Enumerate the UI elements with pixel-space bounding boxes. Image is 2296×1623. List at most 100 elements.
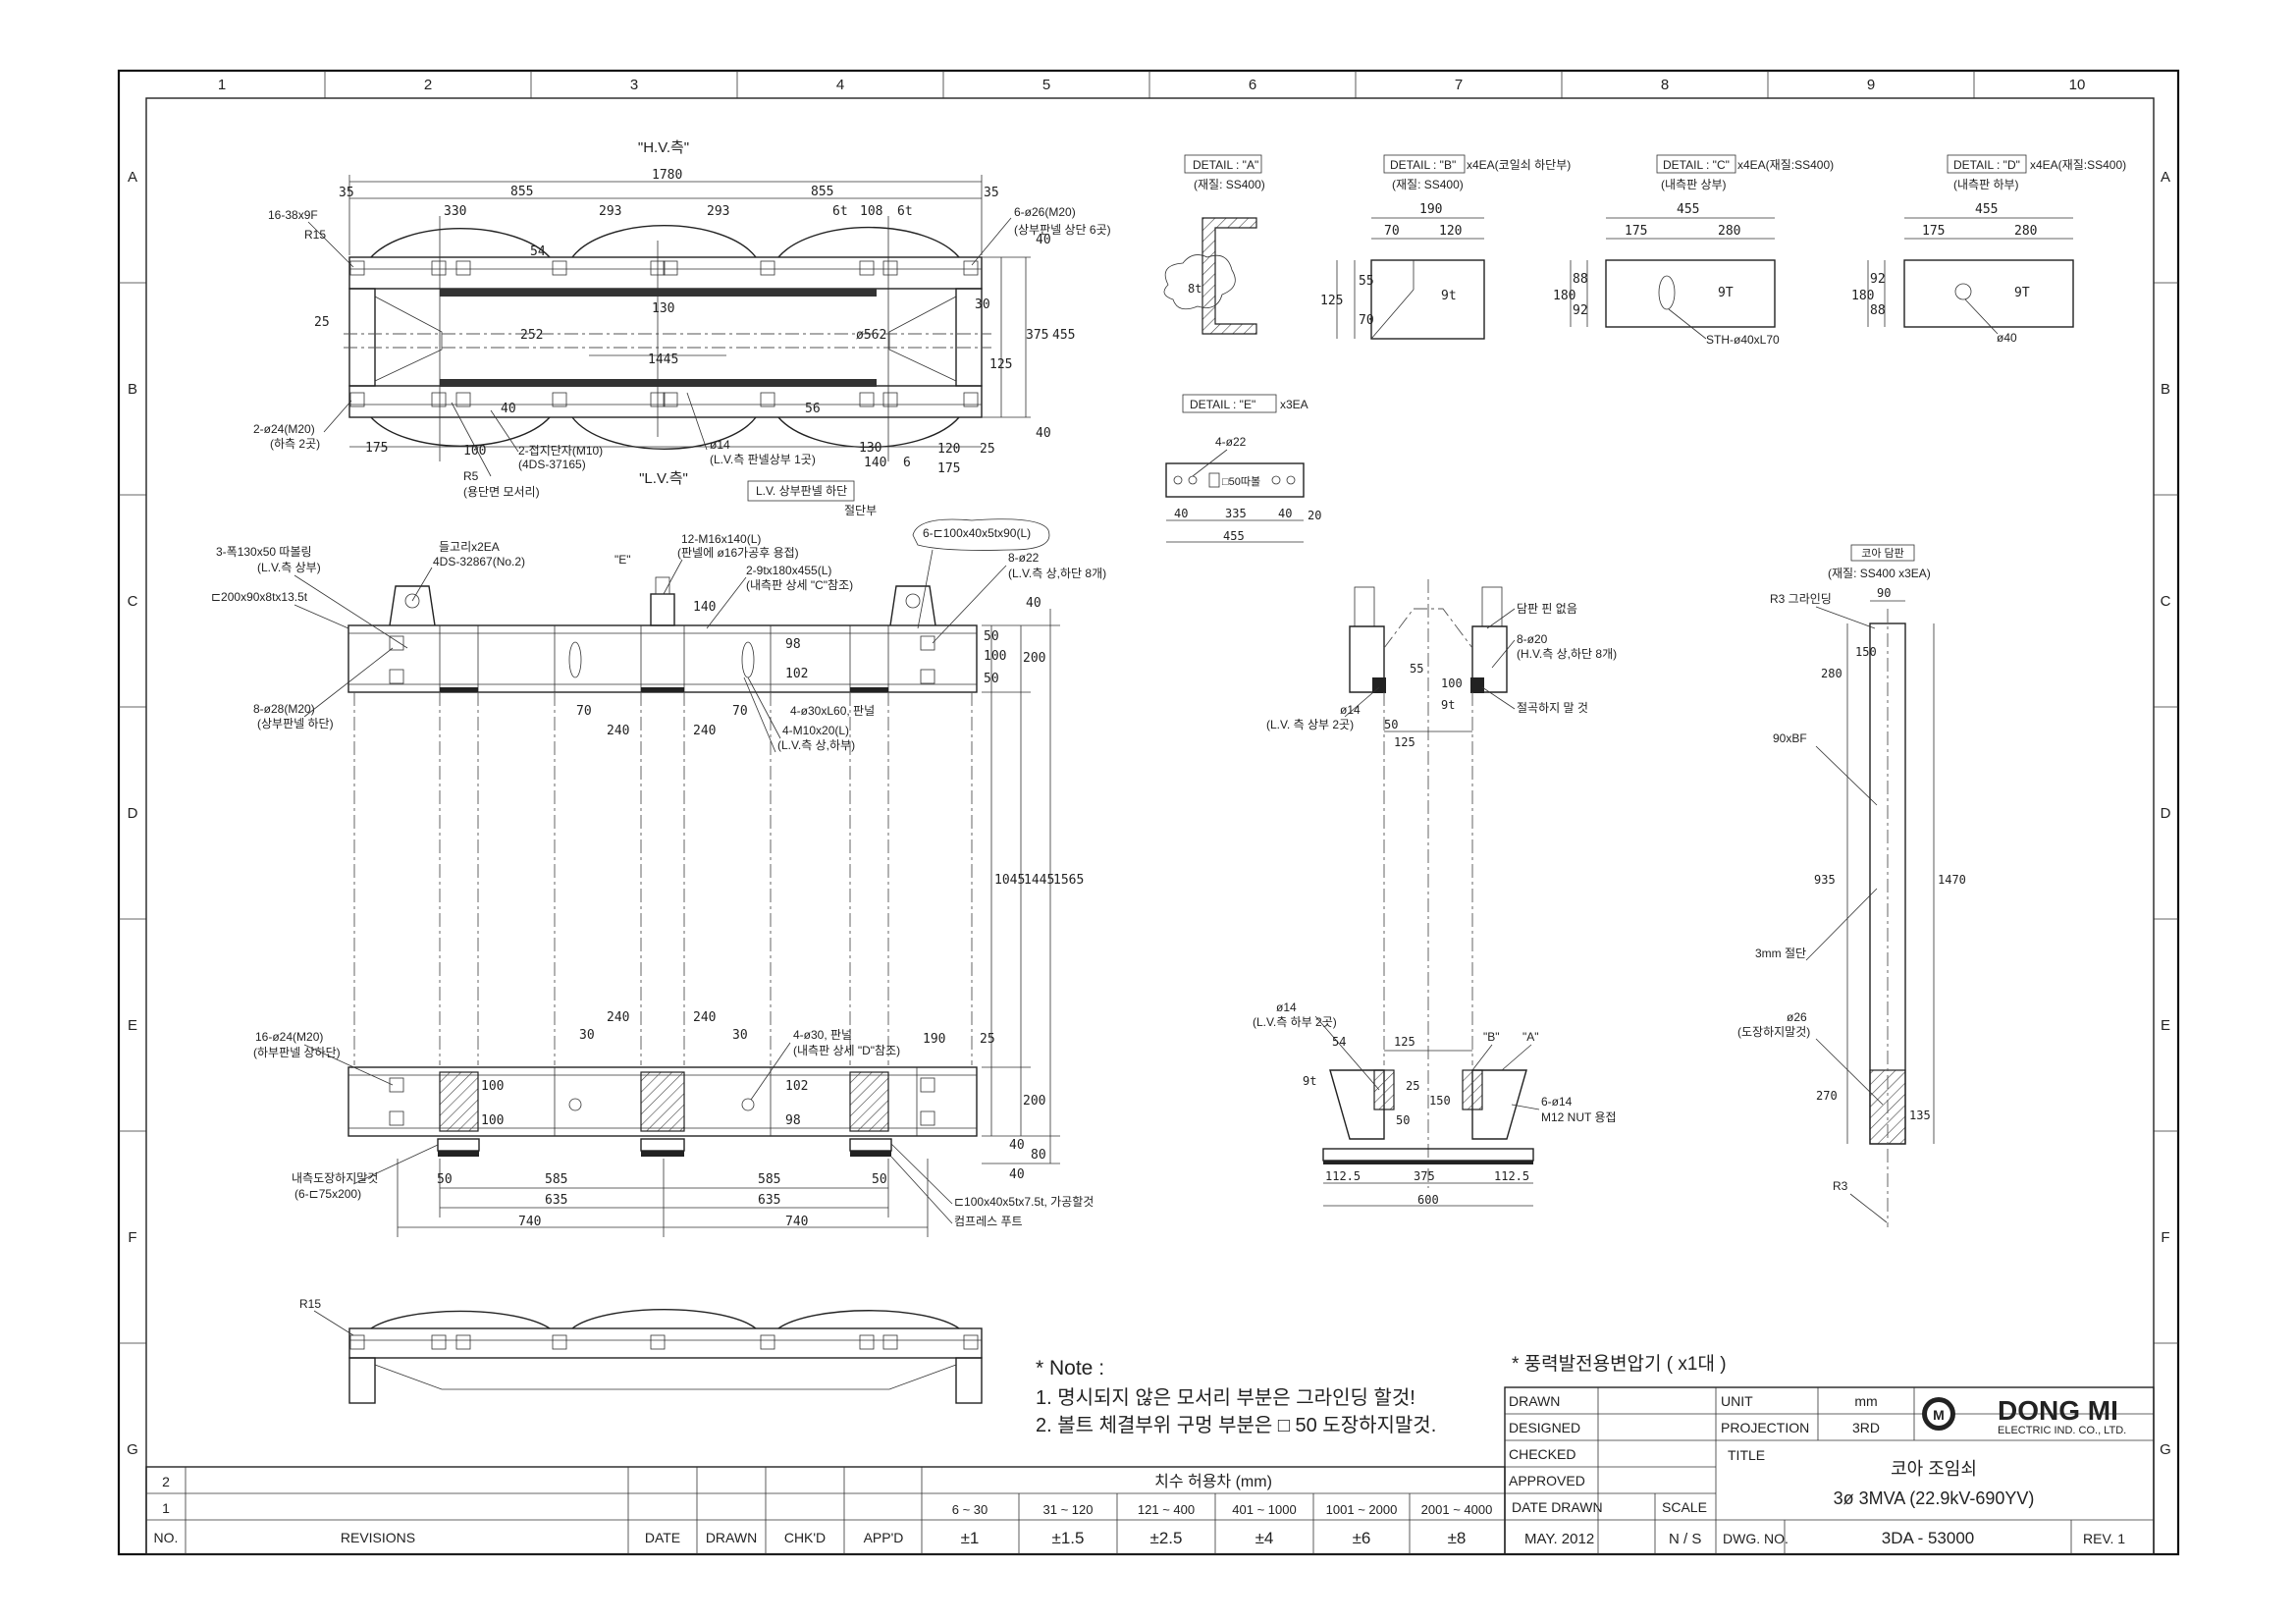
column-label: 5 [1042, 77, 1050, 93]
callout-text: 6-⊏100x40x5tx90(L) [923, 526, 1031, 540]
drawn-label: DRAWN [1509, 1393, 1560, 1409]
callout-text: M12 NUT 용접 [1541, 1110, 1617, 1124]
dim-text: 80 [1031, 1148, 1046, 1163]
revision-header: NO. [154, 1530, 179, 1545]
dim-text: 56 [805, 402, 821, 416]
tolerance-value: ±6 [1353, 1529, 1371, 1547]
dim-text: 120 [937, 442, 960, 457]
dwg-no-value: 3DA - 53000 [1882, 1529, 1975, 1547]
dim-text: 108 [860, 204, 882, 219]
callout-text: 절곡하지 말 것 [1517, 701, 1588, 715]
dim-text: 1445 [1024, 873, 1054, 888]
tolerance-value: ±4 [1255, 1529, 1274, 1547]
dim-text: 190 [923, 1032, 945, 1047]
revision-header: REVISIONS [341, 1530, 415, 1545]
callout-text: 4-ø30xL60, 판널 [790, 704, 875, 718]
dim-text: 9t [1303, 1074, 1316, 1088]
dim-text: 35 [984, 186, 999, 200]
detail-label: DETAIL : "D" [1953, 158, 2020, 172]
approved-label: APPROVED [1509, 1473, 1585, 1488]
dim-text: 100 [1441, 676, 1463, 690]
column-label: 4 [836, 77, 844, 93]
callout-text: 내측도장하지말것 [292, 1171, 378, 1185]
dim-text: 740 [785, 1215, 808, 1229]
callout-text: ø26 [1787, 1010, 1807, 1024]
callout-text: (내측판 상세 "C"참조) [746, 578, 853, 592]
dim-text: 280 [1718, 224, 1740, 239]
dim-text: 50 [437, 1172, 453, 1187]
date-drawn-value: MAY. 2012 [1524, 1531, 1594, 1547]
row-label: B [2161, 381, 2170, 398]
dim-text: 88 [1573, 272, 1588, 287]
tolerance-title: 치수 허용차 (mm) [1154, 1473, 1272, 1490]
row-label: E [2161, 1017, 2170, 1034]
checked-label: CHECKED [1509, 1446, 1575, 1462]
dim-text: 455 [1223, 529, 1245, 543]
dim-text: 35 [339, 186, 354, 200]
dim-text: 50 [1396, 1113, 1410, 1127]
dim-text: 125 [1394, 735, 1415, 749]
detail-material: (재질: SS400) [1392, 178, 1464, 191]
wind-turbine-note: * 풍력발전용변압기 ( x1대 ) [1512, 1353, 1727, 1375]
dim-text: 140 [693, 600, 716, 615]
callout-text: R3 그라인딩 [1770, 592, 1832, 606]
dim-text: 70 [732, 704, 748, 719]
square-note: □50따볼 [1222, 475, 1260, 488]
hv-side-label: "H.V.측" [638, 139, 689, 156]
revision-table: 2 1 NO. REVISIONS DATE DRAWN CHK'D APP'D… [145, 1466, 1506, 1555]
callout-text: (용단면 모서리) [463, 485, 540, 499]
projection-label: PROJECTION [1721, 1420, 1809, 1435]
notes-block: * Note : 1. 명시되지 않은 모서리 부분은 그라인딩 할것! 2. … [1036, 1353, 1727, 1436]
dim-text: 1565 [1053, 873, 1084, 888]
dim-text: 125 [989, 357, 1012, 372]
callout-text: (상부판넬 하단) [257, 717, 334, 730]
callout-text: R15 [299, 1297, 321, 1311]
dim-text: 130 [652, 301, 674, 316]
callout-text: (L.V.측 판넬상부 1곳) [710, 453, 816, 466]
callout-text: 16-38x9F [268, 208, 318, 222]
callout-text: 2-9tx180x455(L) [746, 564, 831, 577]
designed-label: DESIGNED [1509, 1420, 1580, 1435]
row-label: B [128, 381, 137, 398]
callout-text: 컴프레스 푸트 [954, 1215, 1023, 1228]
detail-qty: x4EA(재질:SS400) [1737, 158, 1834, 172]
callout-text: (L.V. 측 상부 2곳) [1266, 718, 1354, 731]
dim-text: 9t [1441, 289, 1457, 303]
row-label: E [128, 1017, 137, 1034]
callout-text: (하측 2곳) [270, 437, 320, 451]
column-label: 10 [2069, 77, 2086, 93]
title-label: TITLE [1728, 1447, 1765, 1463]
dim-text: 40 [1036, 426, 1051, 441]
company-logo: M DONG MI ELECTRIC IND. CO., LTD. [1922, 1395, 2126, 1436]
dwg-no-label: DWG. NO. [1723, 1531, 1789, 1546]
callout-text: R3 [1833, 1179, 1848, 1193]
detail-qty: x3EA [1280, 398, 1308, 411]
detail-label: DETAIL : "E" [1190, 398, 1255, 411]
date-drawn-label: DATE DRAWN [1512, 1499, 1603, 1515]
dim-text: 50 [1384, 718, 1398, 731]
dim-text: 175 [937, 461, 960, 476]
dim-text: 150 [1855, 645, 1877, 659]
dim-text: 54 [530, 244, 546, 259]
column-label: 3 [630, 77, 638, 93]
callout-text: 절단부 [844, 504, 877, 517]
callout-text: 90xBF [1773, 731, 1807, 745]
callout-text: ø14 [710, 438, 730, 452]
dim-text: 100 [481, 1079, 504, 1094]
dim-text: 55 [1359, 274, 1374, 289]
revision-header: CHK'D [784, 1530, 826, 1545]
dim-text: 112.5 [1494, 1169, 1529, 1183]
dim-text: 585 [758, 1172, 780, 1187]
detail-label: DETAIL : "A" [1193, 158, 1258, 172]
dim-text: 280 [2014, 224, 2037, 239]
callout-text: 8-ø28(M20) [253, 702, 315, 716]
dim-text: 600 [1417, 1193, 1439, 1207]
dim-text: 455 [1975, 202, 1998, 217]
logo-mark-icon: M [1933, 1407, 1945, 1423]
dim-text: 240 [607, 1010, 629, 1025]
callout-text: 12-M16x140(L) [681, 532, 761, 546]
tolerance-value: ±1.5 [1052, 1529, 1085, 1547]
note-item: 2. 볼트 체결부위 구멍 부분은 □ 50 도장하지말것. [1036, 1414, 1436, 1436]
scale-value: N / S [1669, 1531, 1701, 1547]
